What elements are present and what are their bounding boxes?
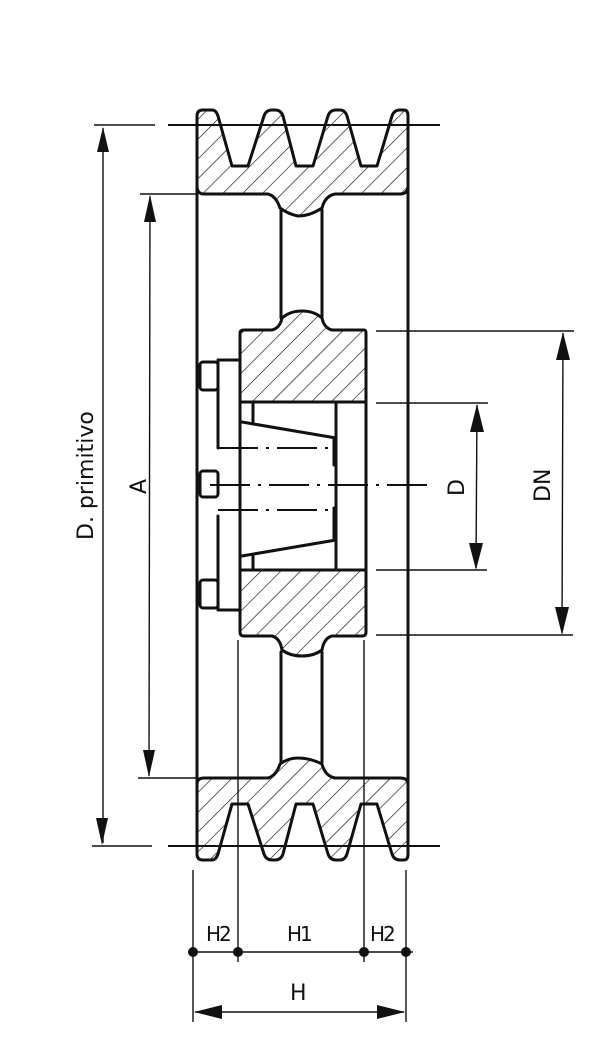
a-arrow-bottom — [143, 750, 155, 777]
dn-arrow-bottom — [555, 607, 569, 635]
top-rim-section — [195, 108, 410, 218]
a-arrow-top — [144, 195, 156, 222]
label-h2-left: H2 — [206, 922, 230, 946]
hub-upper-section — [238, 309, 368, 404]
label-pitch-diameter: D. primitivo — [74, 411, 99, 540]
hub-lower-section — [238, 568, 368, 658]
screw-head-bottom — [198, 578, 220, 610]
label-h2-right: H2 — [370, 922, 394, 946]
screw-head-top — [198, 360, 220, 392]
label-d: D — [445, 479, 470, 496]
a-dim-line — [148, 195, 151, 777]
h-arrow-left — [194, 1005, 222, 1019]
d-dim-line — [475, 404, 478, 569]
label-a: A — [127, 479, 152, 494]
h-chain-dot-4 — [401, 947, 411, 957]
dn-dim-line — [561, 332, 564, 634]
h-chain-dot-1 — [188, 947, 198, 957]
label-dn: DN — [531, 469, 556, 502]
label-h: H — [290, 981, 307, 1006]
h-chain-dot-2 — [233, 947, 243, 957]
bush-taper-top — [240, 420, 338, 440]
d-arrow-bottom — [469, 543, 483, 570]
pitch-arrow-top — [97, 127, 109, 152]
h-arrow-right — [377, 1005, 405, 1019]
label-h1: H1 — [287, 922, 311, 946]
bush-flange — [216, 358, 242, 612]
bottom-rim-section — [195, 756, 410, 862]
dn-arrow-top — [556, 332, 570, 360]
pitch-arrow-bottom — [96, 818, 108, 845]
d-arrow-top — [470, 404, 484, 432]
h-chain-dot-3 — [359, 947, 369, 957]
bush-taper-bottom — [240, 538, 338, 558]
